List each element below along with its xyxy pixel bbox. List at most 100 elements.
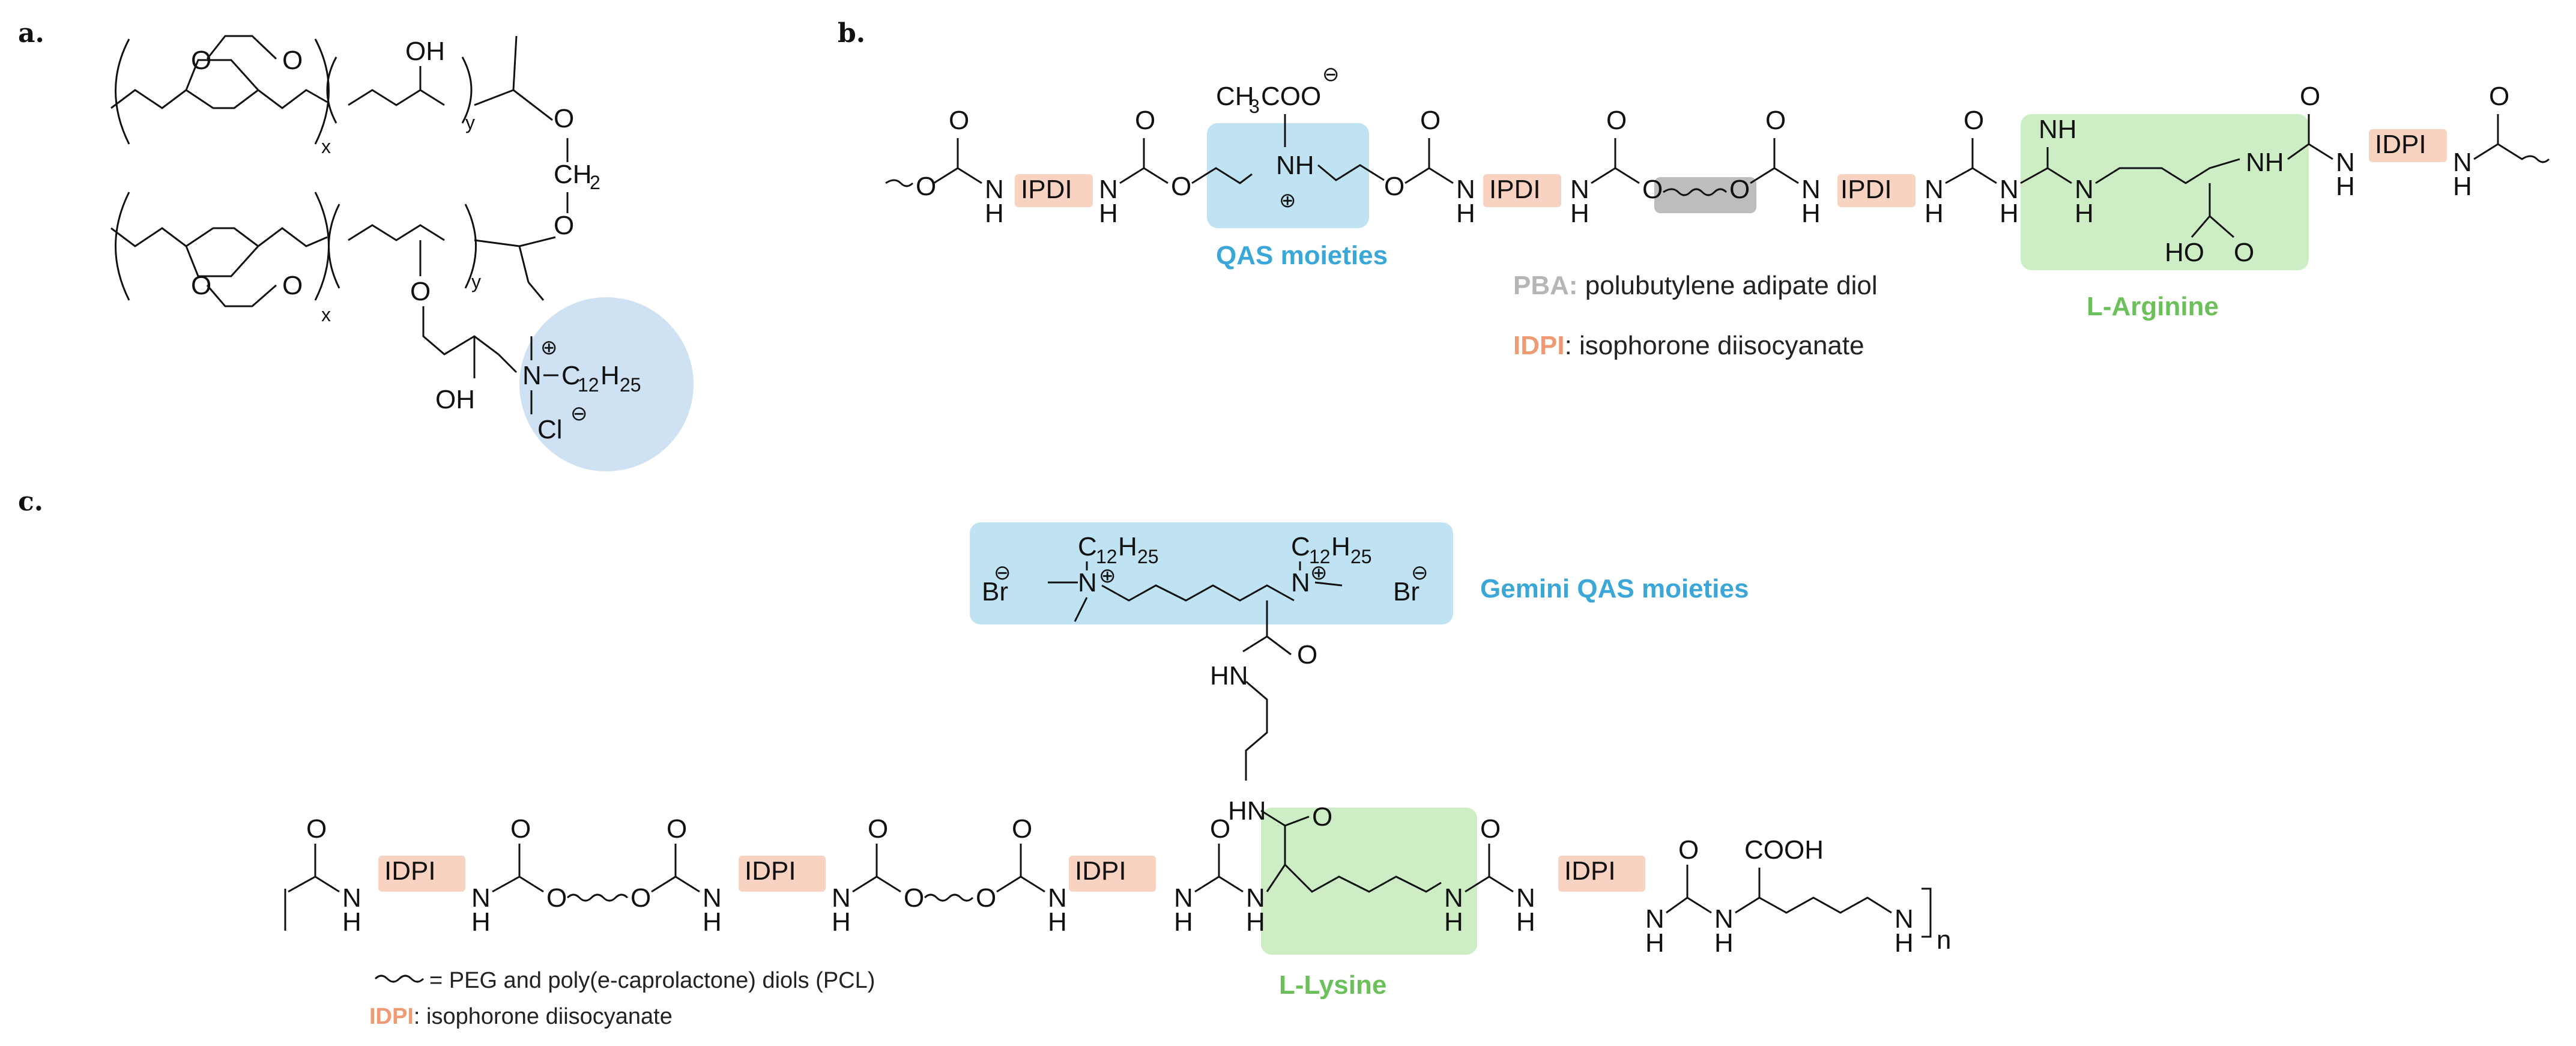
pba-legend: PBA: polubutylene adipate diol xyxy=(1513,271,1878,300)
paren-open xyxy=(115,38,130,145)
atom-n: N xyxy=(1048,883,1067,913)
paren-close xyxy=(464,204,477,289)
acetate-coo: COO xyxy=(1261,82,1321,111)
carboxyl-bond xyxy=(2209,215,2234,238)
link-bond xyxy=(513,89,553,121)
subscript-25: 25 xyxy=(1350,546,1372,567)
atom-br: Br xyxy=(1393,577,1420,606)
atom-ho: HO xyxy=(2165,238,2204,267)
atom-o: O xyxy=(282,271,303,300)
atom-n: N xyxy=(1456,175,1475,204)
atom-h: H xyxy=(471,907,491,937)
subscript-x: x xyxy=(321,136,331,157)
atom-n: N xyxy=(2075,175,2094,204)
atom-n: N xyxy=(1291,568,1310,597)
subscript-y: y xyxy=(465,112,475,133)
carbamate-bond xyxy=(519,875,544,893)
charge-minus: ⊖ xyxy=(994,561,1011,584)
atom-o: O xyxy=(976,883,996,913)
bracket-close xyxy=(1921,887,1932,938)
atom-h: H xyxy=(2075,199,2094,228)
atom-nh: NH xyxy=(2039,115,2077,144)
pba-key: PBA: xyxy=(1513,271,1578,300)
carbamate-bond xyxy=(492,844,521,893)
wavy-legend-icon xyxy=(374,975,425,983)
atom-h25: H xyxy=(1331,532,1350,561)
idpi-label: IDPI xyxy=(745,856,796,886)
atom-n: N xyxy=(1246,883,1265,913)
idpi-label: IDPI xyxy=(1075,856,1126,886)
atom-h: H xyxy=(1570,199,1589,228)
atom-nh: NH xyxy=(2246,148,2284,177)
charge-plus: ⊕ xyxy=(1310,561,1328,584)
atom-cl: Cl xyxy=(537,415,563,444)
atom-o: O xyxy=(1480,814,1501,844)
wavy-diol xyxy=(566,893,629,902)
pba-wavy-bond xyxy=(1663,188,1728,196)
atom-o: O xyxy=(1729,175,1750,204)
carbamate-bond xyxy=(1119,138,1145,184)
atom-hn: HN xyxy=(1210,661,1248,691)
atom-c12: C xyxy=(1291,532,1310,561)
atom-o: O xyxy=(1642,175,1663,204)
pba-text: polubutylene adipate diol xyxy=(1578,271,1878,300)
atom-o: O xyxy=(191,46,211,75)
ipdi-highlight xyxy=(2369,129,2447,162)
atom-n: N xyxy=(1714,904,1734,934)
atom-n: N xyxy=(2000,175,2019,204)
idpi-highlight xyxy=(1069,856,1156,892)
atom-n: N xyxy=(342,883,361,913)
wavy-diol xyxy=(924,893,974,902)
carbamate-bond xyxy=(1774,167,1799,184)
atom-o: O xyxy=(1678,835,1699,865)
charge-minus: ⊖ xyxy=(1322,63,1340,86)
ipdi-text: : isophorone diisocyanate xyxy=(1565,331,1864,360)
atom-ch2: CH xyxy=(554,160,592,189)
ring-bond xyxy=(186,89,259,109)
subscript-25: 25 xyxy=(620,374,641,396)
atom-h: H xyxy=(832,907,851,937)
atom-o: O xyxy=(554,104,574,133)
atom-n: N xyxy=(1570,175,1589,204)
carbamate-bond xyxy=(1143,167,1169,184)
atom-n: N xyxy=(832,883,851,913)
atom-h: H xyxy=(342,907,361,937)
urea-bond xyxy=(1218,875,1244,893)
atom-h: H xyxy=(1456,199,1475,228)
atom-o: O xyxy=(1312,802,1332,832)
lysine-chain xyxy=(1101,584,1295,602)
atom-n: N xyxy=(1801,175,1821,204)
lysine-label: L-Lysine xyxy=(1279,970,1386,1000)
backbone-bond xyxy=(110,227,328,277)
urea-bond xyxy=(1945,138,1974,184)
carbamate-bond xyxy=(996,844,1022,893)
idpi-key: IDPI xyxy=(369,1004,414,1029)
atom-c12: C xyxy=(561,361,581,390)
atom-nh: NH xyxy=(1276,151,1314,180)
paren-close xyxy=(461,56,473,124)
atom-h: H xyxy=(1174,907,1193,937)
atom-o: O xyxy=(2234,238,2254,267)
wavy-end xyxy=(885,179,914,187)
atom-o: O xyxy=(949,106,969,135)
idpi-highlight xyxy=(378,856,465,892)
idpi-legend: IDPI: isophorone diisocyanate xyxy=(369,1004,673,1029)
chain-bond xyxy=(1317,164,1385,181)
urea-bond xyxy=(1666,865,1689,914)
urea-bond xyxy=(1489,875,1514,893)
urea-bond xyxy=(1194,844,1220,893)
atom-o: O xyxy=(1384,172,1404,201)
idpi-label: IDPI xyxy=(1564,856,1616,886)
subscript-n: n xyxy=(1937,925,1951,955)
paren-open xyxy=(328,204,340,289)
atom-o: O xyxy=(1012,814,1032,844)
atom-o: O xyxy=(868,814,888,844)
carbamate-bond xyxy=(1615,167,1640,184)
link-bond xyxy=(474,239,530,283)
panel-a-structure: x y O O OH O CH 2 O x y O O xyxy=(110,35,694,471)
ring-bond xyxy=(206,35,277,60)
subscript-25: 25 xyxy=(1137,546,1159,567)
atom-o: O xyxy=(2300,82,2320,111)
carbamate-bond xyxy=(1404,138,1430,184)
atom-o: O xyxy=(306,814,327,844)
